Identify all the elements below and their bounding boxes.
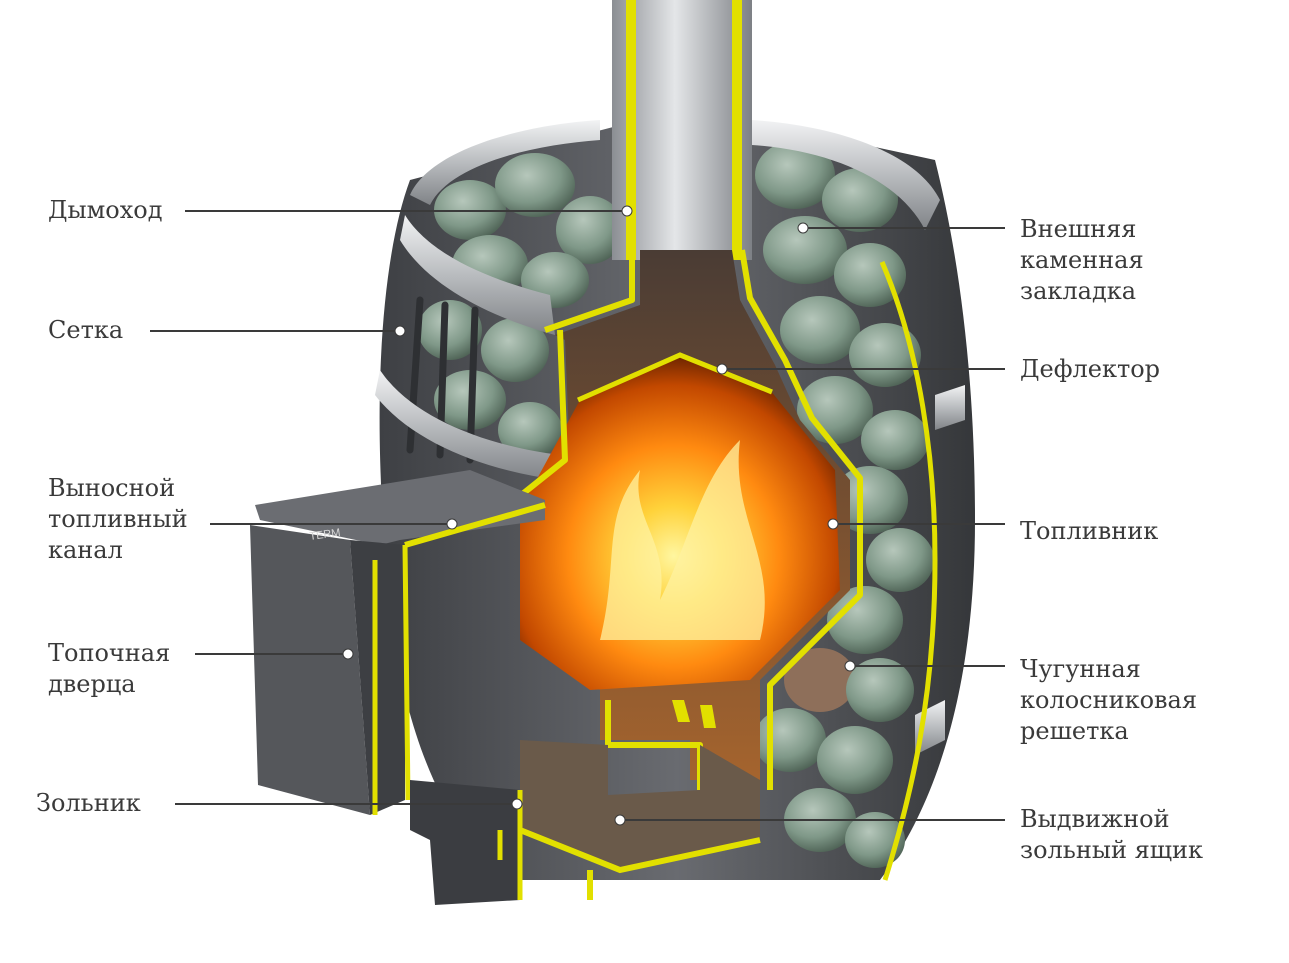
label-vynosnoy-line-3: канал bbox=[48, 536, 123, 564]
label-yashchik-line-1: Выдвижной bbox=[1020, 805, 1170, 833]
label-topochnaya-line-1: Топочная bbox=[48, 639, 171, 667]
dot-vynosnoy bbox=[446, 518, 458, 530]
chimney-outline-right bbox=[732, 0, 742, 260]
label-zolnik: Зольник bbox=[36, 788, 141, 819]
flame-tongues bbox=[600, 440, 765, 640]
label-deflektor-line-1: Дефлектор bbox=[1020, 355, 1161, 383]
grate-bars bbox=[672, 700, 716, 728]
dot-setka bbox=[394, 325, 406, 337]
brand-mark: TERM bbox=[309, 527, 342, 543]
dot-toplivnik bbox=[827, 518, 839, 530]
label-toplivnik-line-1: Топливник bbox=[1020, 517, 1159, 545]
middle-band bbox=[375, 370, 560, 480]
label-kolosnikovaya-reshetka: Чугунная колосниковая решетка bbox=[1020, 654, 1197, 747]
label-deflektor: Дефлектор bbox=[1020, 354, 1160, 385]
label-yashchik-line-2: зольный ящик bbox=[1020, 836, 1204, 864]
label-reshetka-line-2: колосниковая bbox=[1020, 686, 1197, 714]
label-zolnik-line-1: Зольник bbox=[36, 789, 141, 817]
dot-yashchik bbox=[614, 814, 626, 826]
label-kamennaya-line-1: Внешняя bbox=[1020, 215, 1137, 243]
dot-kamennaya bbox=[797, 222, 809, 234]
ash-pan-outline bbox=[518, 827, 761, 900]
label-reshetka-line-3: решетка bbox=[1020, 717, 1129, 745]
deflector-plate bbox=[576, 352, 773, 403]
top-rim-ring-right bbox=[752, 120, 940, 230]
label-topochnaya-dverca: Топочная дверца bbox=[48, 638, 170, 700]
leader-dots bbox=[342, 205, 856, 826]
label-setka: Сетка bbox=[48, 315, 123, 346]
label-zolny-yashchik: Выдвижной зольный ящик bbox=[1020, 804, 1203, 866]
fuel-channel-outline bbox=[404, 502, 546, 548]
chimney-outline-left bbox=[626, 0, 636, 260]
upper-band bbox=[400, 215, 555, 335]
ash-pit-box bbox=[410, 780, 520, 905]
dot-reshetka bbox=[844, 660, 856, 672]
label-toplivnik: Топливник bbox=[1020, 516, 1158, 547]
label-vynosnoy-kanal: Выносной топливный канал bbox=[48, 473, 188, 566]
firebox-outline bbox=[513, 249, 863, 790]
label-vynosnoy-line-1: Выносной bbox=[48, 474, 176, 502]
leader-lines bbox=[150, 210, 1005, 821]
dot-deflektor bbox=[716, 363, 728, 375]
dot-dymokhod bbox=[621, 205, 633, 217]
top-rim-ring bbox=[410, 120, 600, 205]
shell-outline-right bbox=[879, 261, 938, 881]
label-reshetka-line-1: Чугунная bbox=[1020, 655, 1141, 683]
dot-zolnik bbox=[511, 798, 523, 810]
label-setka-line-1: Сетка bbox=[48, 316, 124, 344]
firebox-door bbox=[250, 525, 370, 815]
ash-pan-drawer bbox=[520, 740, 760, 870]
label-dymokhod: Дымоход bbox=[48, 195, 163, 226]
middle-band-right bbox=[935, 385, 965, 430]
label-topochnaya-line-2: дверца bbox=[48, 670, 136, 698]
label-kamennaya-line-3: закладка bbox=[1020, 277, 1137, 305]
label-kamennaya-zakladka: Внешняя каменная закладка bbox=[1020, 214, 1144, 307]
firebox-door-outline bbox=[372, 544, 411, 815]
dot-topochnaya bbox=[342, 648, 354, 660]
label-kamennaya-line-2: каменная bbox=[1020, 246, 1144, 274]
label-dymokhod-line-1: Дымоход bbox=[48, 196, 163, 224]
label-vynosnoy-line-2: топливный bbox=[48, 505, 188, 533]
